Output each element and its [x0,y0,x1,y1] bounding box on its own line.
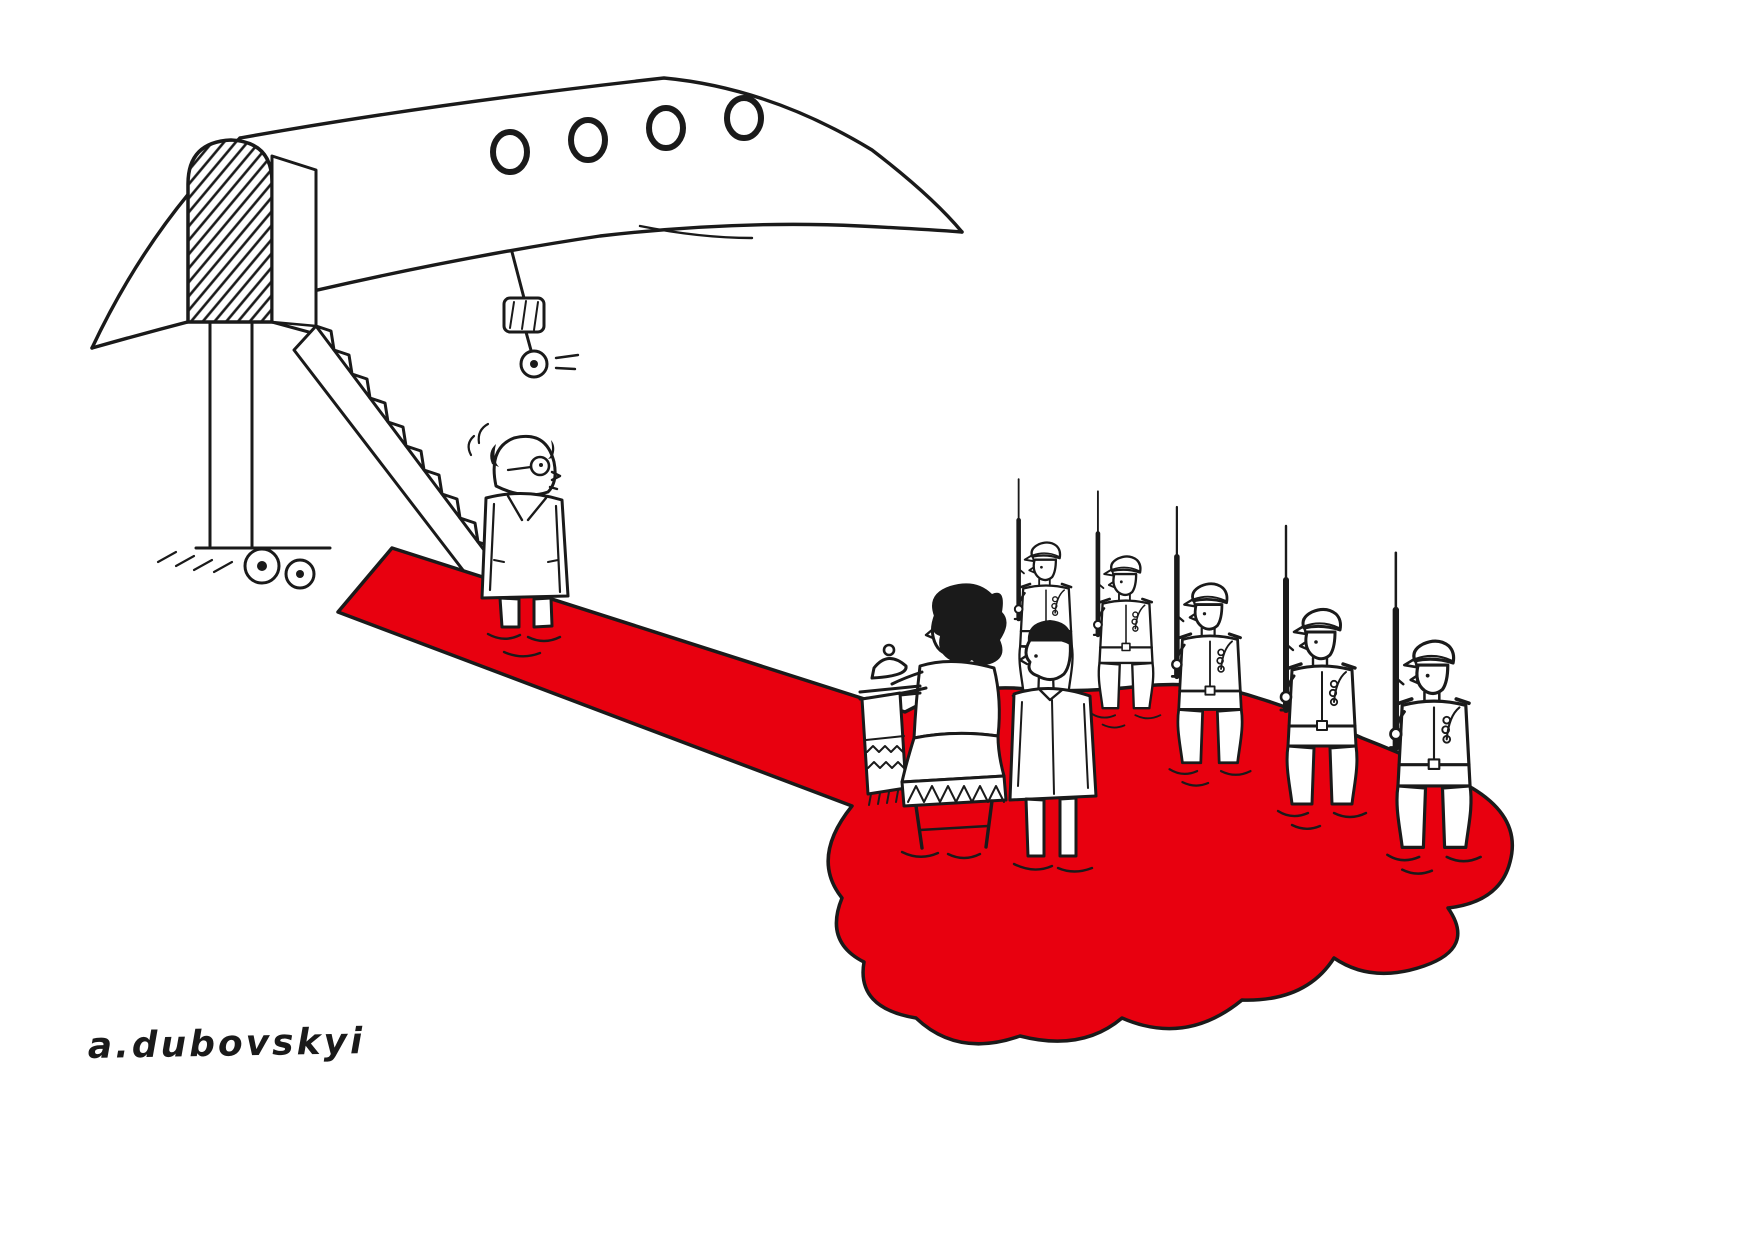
bread-and-salt [858,643,922,701]
stair-steps [314,324,498,568]
greeter-woman [858,583,1008,860]
greeter-woman-hair [932,583,1007,666]
fuselage-top-contour [238,76,964,234]
greeter-woman-skirt [900,731,1006,784]
fairing-line [638,224,754,240]
dignitary-head [492,435,557,497]
door-opening [186,138,274,324]
bread-loaf-icon [870,657,908,680]
ripple-mark [1012,862,1054,871]
ripple-mark [900,850,940,858]
dignitary-leg [498,596,521,629]
salt-cellar-icon [882,643,896,657]
dignitary-jacket [480,491,570,600]
door-panel [270,154,318,336]
embroidered-towel [860,691,908,806]
hair-tuft [548,440,555,459]
artist-signature: a.dubovskyi [87,1021,365,1067]
startle-mark [467,434,476,457]
greeter-man-hair [1027,620,1073,646]
ground-hatch [156,550,234,574]
porthole-window [490,129,530,175]
airstairs [156,138,502,593]
greeter-man-head [1024,638,1072,681]
ripple-mark [1056,866,1094,873]
porthole-window [724,95,764,141]
porthole-window [646,105,686,151]
stool [900,774,1008,850]
stool-seat [900,774,1008,808]
nose [550,470,562,482]
dignitary-leg [532,596,554,629]
ripple-mark [946,852,982,860]
ripple-mark [526,635,562,643]
ripple-mark [486,632,522,640]
ripple-mark [502,650,542,658]
startle-mark [477,422,490,445]
dignitary [467,422,570,658]
porthole-window [568,117,608,163]
greeter-man [1008,620,1098,873]
greeter-man-leg [1058,796,1078,858]
trailing-wheel [502,250,580,379]
hair-tuft [490,444,499,467]
porthole-windows [490,95,764,175]
greeter-man-leg [1024,797,1046,858]
greeter-woman-blouse [912,659,1001,740]
